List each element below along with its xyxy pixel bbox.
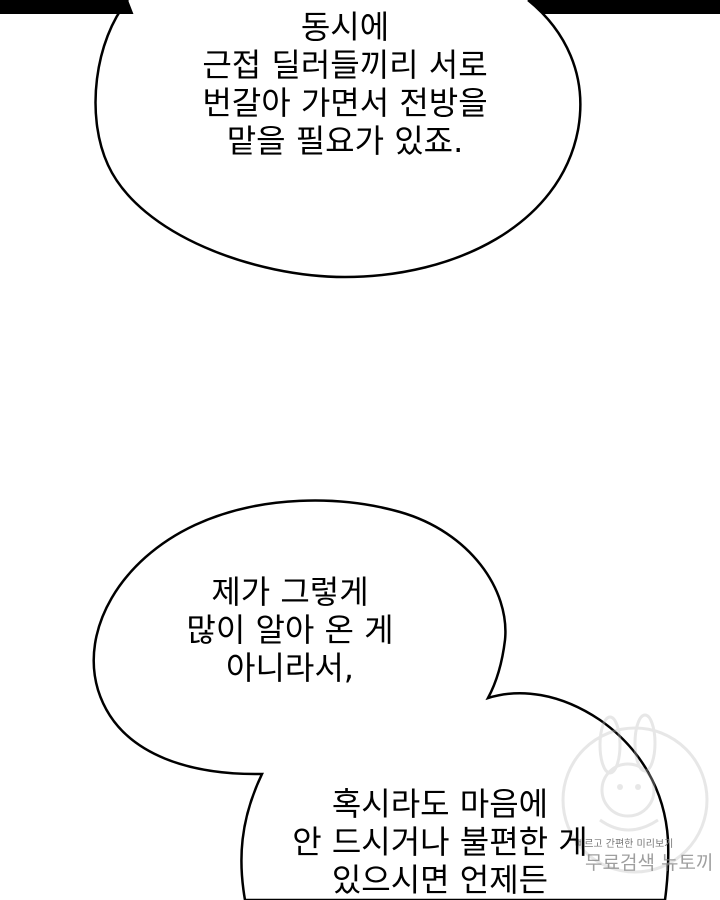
speech-bubble-1-stroke — [94, 0, 582, 279]
watermark-bunny-illustration — [561, 713, 709, 874]
speech-bubble-2-3-outline — [92, 499, 670, 900]
bubble-1-line-1: 동시에 — [300, 8, 390, 46]
speech-bubble-1-text: 동시에 근접 딜러들끼리 서로 번갈아 가면서 전방을 맡을 필요가 있죠. — [170, 8, 520, 160]
bubble-2-line-2: 많이 알아 온 게 — [186, 611, 394, 649]
speech-bubble-3-text: 혹시라도 마음에 안 드시거나 불편한 게 있으시면 언제든 — [290, 785, 590, 899]
bubble-1-line-2: 근접 딜러들끼리 서로 — [202, 46, 488, 84]
bubble-3-line-2: 안 드시거나 불편한 게 — [292, 823, 588, 861]
bubble-2-line-3: 아니라서, — [226, 649, 354, 687]
speech-bubble-1-outline — [97, 0, 581, 277]
bubble-3-line-3: 있으시면 언제든 — [331, 861, 549, 899]
watermark-small-text: 빠르고 간편한 미리보기 — [575, 839, 674, 850]
watermark-large-text: 무료검색 뉴토끼 — [585, 852, 714, 874]
bubble-2-line-1: 제가 그렇게 — [211, 573, 369, 611]
bubble-1-line-3: 번갈아 가면서 전방을 — [202, 84, 488, 122]
bubble-1-line-4: 맡을 필요가 있죠. — [226, 122, 464, 160]
bubble-3-line-1: 혹시라도 마음에 — [331, 785, 549, 823]
speech-bubble-2-text: 제가 그렇게 많이 알아 온 게 아니라서, — [160, 573, 420, 687]
